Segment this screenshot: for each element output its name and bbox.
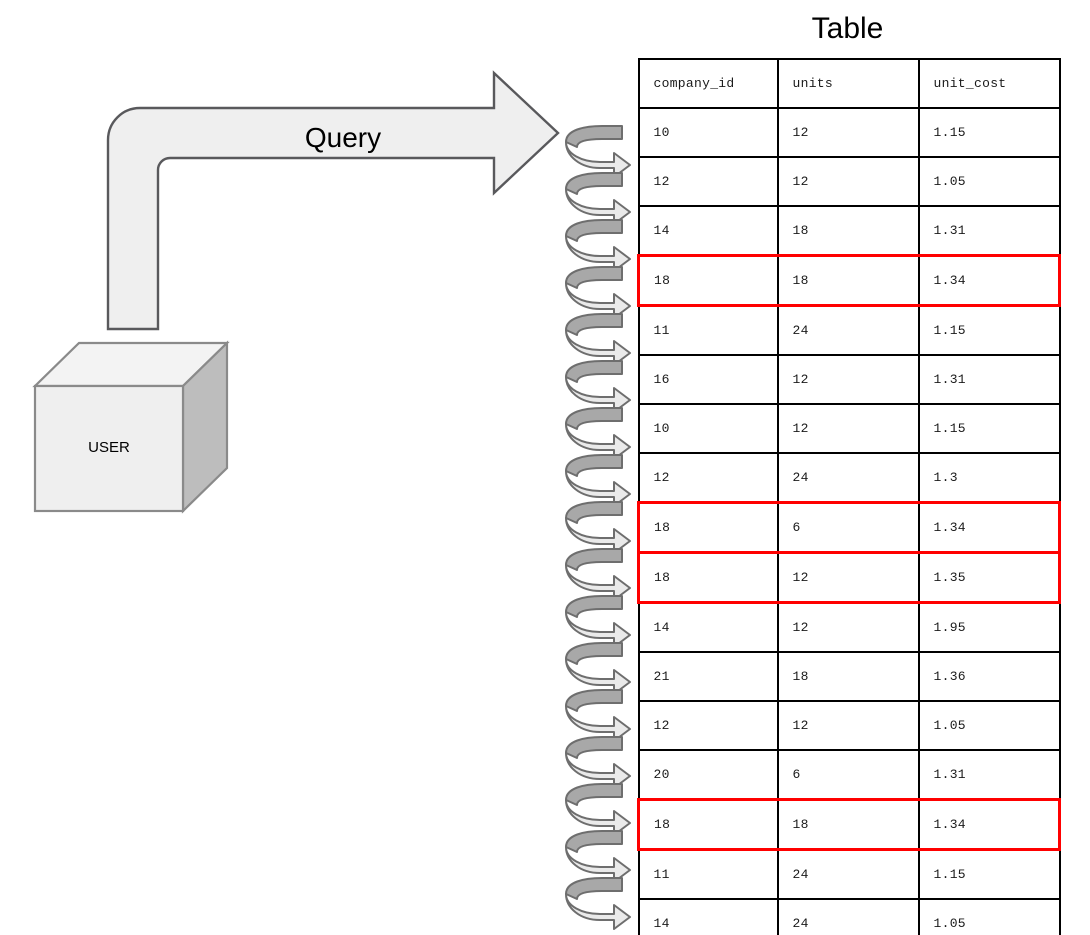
loop-arrow-icon: [560, 171, 634, 227]
table-cell-units: 18: [776, 205, 920, 257]
table-cell-company-id: 11: [637, 304, 779, 356]
column-header-units: units: [776, 58, 920, 109]
table-cell-unit-cost: 1.36: [917, 651, 1061, 702]
table-cell-units: 24: [776, 304, 920, 356]
loop-arrow-icon: [560, 265, 634, 321]
table-cell-company-id: 12: [637, 452, 779, 504]
table-cell-unit-cost: 1.31: [917, 205, 1061, 257]
table-cell-company-id: 18: [637, 551, 779, 604]
query-arrow-label: Query: [304, 122, 382, 153]
table-cell-company-id: 18: [637, 501, 779, 554]
table-cell-company-id: 10: [637, 403, 779, 454]
loop-arrow-icon: [560, 735, 634, 791]
table-cell-unit-cost: 1.95: [917, 601, 1061, 653]
table-cell-units: 18: [776, 254, 920, 307]
loop-arrow-icon: [560, 641, 634, 697]
loop-arrow-icon: [560, 453, 634, 509]
table-cell-unit-cost: 1.34: [917, 798, 1061, 851]
loop-arrow-icon: [560, 876, 634, 932]
coil-stack: [560, 124, 638, 930]
loop-arrow-icon: [560, 782, 634, 838]
column-header-company-id: company_id: [637, 58, 779, 109]
column-header-unit-cost: unit_cost: [917, 58, 1061, 109]
table-cell-company-id: 20: [637, 749, 779, 801]
table-cell-units: 12: [776, 551, 920, 604]
table-cell-company-id: 12: [637, 156, 779, 207]
table-cell-unit-cost: 1.05: [917, 156, 1061, 207]
table-cell-units: 12: [776, 354, 920, 405]
loop-arrow-icon: [560, 218, 634, 274]
table-cell-company-id: 14: [637, 205, 779, 257]
table-header-row: company_id units unit_cost: [637, 58, 1061, 109]
table-cell-unit-cost: 1.31: [917, 354, 1061, 405]
table-cell-unit-cost: 1.3: [917, 452, 1061, 504]
table-cell-company-id: 12: [637, 700, 779, 751]
table-cell-company-id: 21: [637, 651, 779, 702]
table-cell-unit-cost: 1.31: [917, 749, 1061, 801]
table-cell-unit-cost: 1.15: [917, 107, 1061, 158]
table-cell-unit-cost: 1.15: [917, 304, 1061, 356]
table-cell-units: 12: [776, 156, 920, 207]
table-cell-company-id: 16: [637, 354, 779, 405]
loop-arrow-icon: [560, 688, 634, 744]
table-cell-units: 18: [776, 651, 920, 702]
table-cell-units: 12: [776, 107, 920, 158]
table-cell-unit-cost: 1.35: [917, 551, 1061, 604]
user-cube-label: USER: [88, 439, 130, 456]
table-cell-unit-cost: 1.05: [917, 700, 1061, 751]
table-cell-units: 24: [776, 452, 920, 504]
table-cell-company-id: 14: [637, 601, 779, 653]
table-cell-units: 12: [776, 700, 920, 751]
table-cell-units: 24: [776, 898, 920, 935]
table-cell-units: 18: [776, 798, 920, 851]
loop-arrow-icon: [560, 500, 634, 556]
cube-3d-icon: [32, 340, 230, 514]
loop-arrow-icon: [560, 594, 634, 650]
table-cell-company-id: 18: [637, 254, 779, 307]
table-cell-units: 12: [776, 403, 920, 454]
loop-arrow-icon: [560, 829, 634, 885]
table-cell-unit-cost: 1.34: [917, 254, 1061, 307]
loop-arrow-icon: [560, 124, 634, 180]
table-cell-units: 12: [776, 601, 920, 653]
table-cell-company-id: 11: [637, 848, 779, 900]
loop-arrow-icon: [560, 359, 634, 415]
table-cell-units: 6: [776, 501, 920, 554]
loop-arrow-icon: [560, 406, 634, 462]
table-cell-unit-cost: 1.15: [917, 403, 1061, 454]
table-cell-unit-cost: 1.05: [917, 898, 1061, 935]
table-cell-units: 6: [776, 749, 920, 801]
table-cell-company-id: 10: [637, 107, 779, 158]
bent-right-arrow-icon: [106, 70, 560, 331]
loop-arrow-icon: [560, 547, 634, 603]
loop-arrow-icon: [560, 312, 634, 368]
table-cell-unit-cost: 1.15: [917, 848, 1061, 900]
page-title: Table: [811, 12, 884, 45]
table-cell-units: 24: [776, 848, 920, 900]
table-cell-company-id: 14: [637, 898, 779, 935]
table-cell-company-id: 18: [637, 798, 779, 851]
table-cell-unit-cost: 1.34: [917, 501, 1061, 554]
